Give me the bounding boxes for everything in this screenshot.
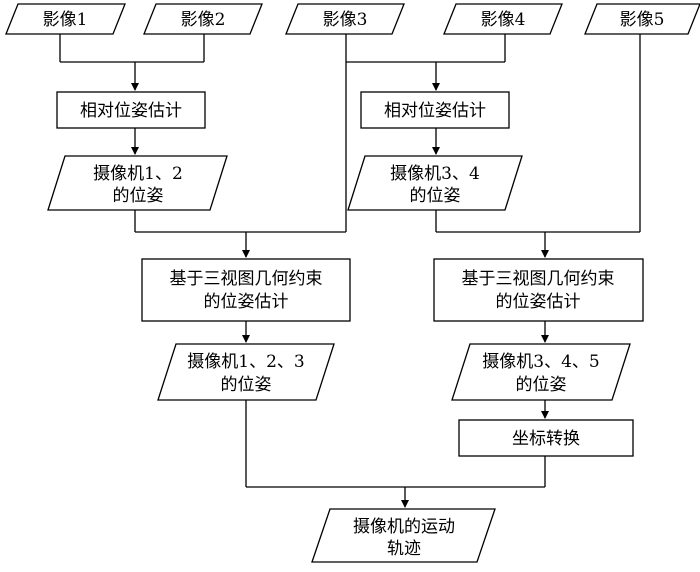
pose123-label-line2: 的位姿 — [221, 375, 272, 395]
input-image5-label: 影像5 — [620, 10, 665, 30]
trajectory-shape — [311, 508, 496, 563]
pose345-label-line2: 的位姿 — [516, 375, 567, 395]
relative-pose-left-box — [56, 91, 206, 129]
pose123-label-line1: 摄像机1、2、3 — [187, 352, 304, 372]
trajectory-label-line2: 轨迹 — [387, 539, 421, 559]
input-image4-label: 影像4 — [481, 10, 526, 30]
input-image4-shape — [443, 3, 563, 35]
pose34-label-line2: 的位姿 — [410, 186, 461, 206]
coord-transform-box — [458, 419, 634, 457]
input-image2-label: 影像2 — [181, 10, 226, 30]
relative-pose-right-label: 相对位姿估计 — [384, 101, 486, 121]
pose123-shape — [157, 343, 335, 401]
relative-pose-right-box — [360, 91, 510, 129]
pose34-label-line1: 摄像机3、4 — [390, 164, 480, 184]
three-view-right-label-line1: 基于三视图几何约束 — [462, 269, 615, 289]
pose34-shape — [347, 155, 523, 211]
trajectory-label-line1: 摄像机的运动 — [353, 517, 455, 537]
pose12-label-line2: 的位姿 — [113, 186, 164, 206]
three-view-right-box — [433, 258, 644, 322]
three-view-left-label-line2: 的位姿估计 — [204, 292, 289, 312]
input-image1-label: 影像1 — [43, 10, 88, 30]
input-image5-shape — [584, 3, 700, 35]
pose345-label-line1: 摄像机3、4、5 — [482, 352, 599, 372]
three-view-right-label-line2: 的位姿估计 — [496, 292, 581, 312]
input-image1-shape — [5, 3, 126, 35]
three-view-left-label-line1: 基于三视图几何约束 — [170, 269, 323, 289]
coord-transform-label: 坐标转换 — [512, 429, 580, 449]
input-image2-shape — [143, 3, 263, 35]
pose345-shape — [451, 343, 631, 401]
relative-pose-left-label: 相对位姿估计 — [80, 101, 182, 121]
pose12-shape — [47, 155, 228, 211]
input-image3-shape — [285, 3, 405, 35]
pose12-label-line1: 摄像机1、2 — [93, 164, 183, 184]
input-image3-label: 影像3 — [323, 10, 368, 30]
